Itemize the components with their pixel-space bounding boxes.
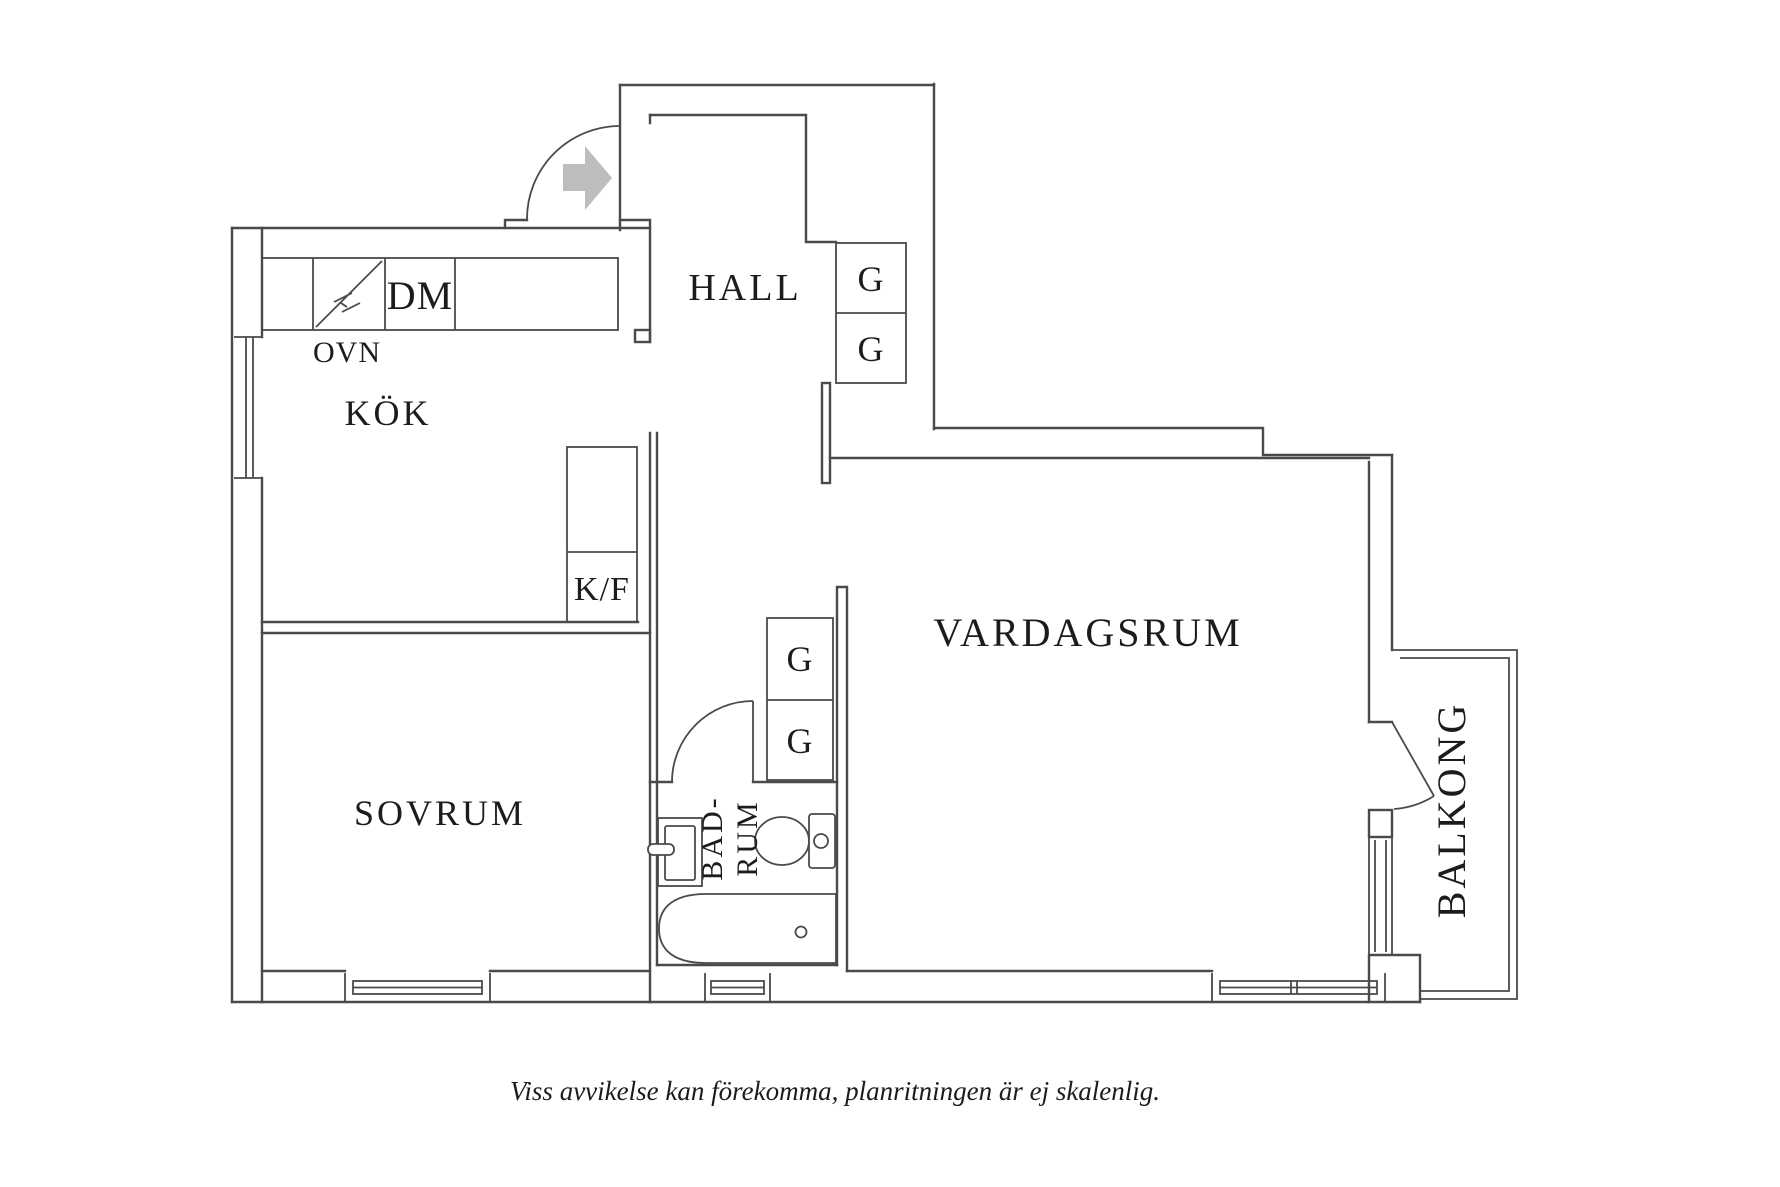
kitchen-doorway-notch (633, 328, 652, 344)
bathtub (658, 893, 837, 964)
hall-inner-top-wall (648, 113, 838, 244)
bathroom-door (671, 700, 754, 783)
toilet-flush-icon (813, 833, 829, 849)
wardrobe-label-corridor-top: G (787, 639, 814, 679)
doors (526, 125, 1435, 810)
window-lines (234, 336, 262, 479)
bathroom-door-swing-arc (671, 700, 754, 783)
livingroom-right-wall-upper (1367, 453, 1394, 724)
livingroom-right-window (1368, 836, 1393, 955)
balcony-label: BALKONG (1429, 702, 1474, 919)
livingroom-bottom-window (1211, 973, 1386, 1002)
fixture-labels: DM OVN K/F G G G G (313, 259, 885, 761)
window-lines (704, 973, 771, 1002)
counter-dividers (312, 258, 456, 330)
corridor-wardrobe-pair (766, 617, 834, 781)
entry-door (526, 125, 621, 220)
kitchen-hall-wall-lower (648, 431, 659, 1004)
dishwasher-label: DM (387, 273, 453, 318)
window-centerline (1220, 981, 1377, 994)
oven-label: OVN (313, 336, 381, 369)
fridge-freezer-unit (566, 446, 638, 623)
kitchen-counter (261, 257, 619, 331)
entry-door-swing-arc (526, 125, 621, 220)
bathroom-bottom-window (704, 973, 771, 1002)
wardrobes (766, 242, 907, 781)
wardrobe-label-corridor-bottom: G (787, 721, 814, 761)
window-lines (1368, 836, 1393, 955)
wardrobe-label-hall-bottom: G (858, 329, 885, 369)
bathtub-drain (794, 925, 808, 939)
bottom-right-corner-block (1367, 953, 1422, 1004)
balcony-door (1391, 721, 1435, 810)
balcony-door-leaf (1391, 721, 1435, 797)
bedroom-label: SOVRUM (354, 793, 526, 833)
fridge-freezer-label: K/F (574, 571, 630, 608)
kitchen-left-window (234, 336, 262, 479)
bedroom-bottom-window (344, 973, 491, 1002)
bathroom-label-line1: BAD- (696, 795, 729, 880)
window-lines (344, 973, 491, 1002)
window-lines (1211, 973, 1386, 1002)
kitchen-fittings (261, 257, 638, 623)
bathroom-livingroom-wall (835, 585, 849, 973)
hall-wall-stub (820, 381, 832, 485)
balcony-outer-edge (1392, 649, 1518, 1000)
bathroom-fixtures (647, 813, 837, 964)
livingroom-right-wall-piece (1367, 808, 1394, 839)
livingroom-label: VARDAGSRUM (933, 610, 1242, 655)
livingroom-top-outer-wall (932, 426, 1394, 457)
exterior-walls (230, 82, 1422, 1004)
kitchen-label: KÖK (345, 393, 432, 433)
interior-walls (260, 113, 1422, 1004)
bathroom-label-line2: RUM (731, 799, 764, 876)
balcony-structure (1392, 649, 1518, 1000)
sink-tap-icon (647, 843, 675, 856)
balcony-inner-edge (1400, 657, 1510, 992)
windows (234, 336, 1393, 1002)
entry-door-left-stub (503, 218, 529, 230)
disclaimer-caption: Viss avvikelse kan förekomma, planritnin… (510, 1076, 1160, 1106)
balcony-door-swing-arc (1393, 795, 1435, 810)
entry-direction-arrow-icon (563, 146, 612, 210)
hall-label: HALL (688, 267, 801, 309)
hob-icon (315, 260, 383, 328)
room-labels: HALL KÖK SOVRUM VARDAGSRUM BAD- RUM BALK… (345, 267, 1475, 918)
kitchen-bedroom-wall (260, 620, 652, 635)
wardrobe-label-hall-top: G (858, 259, 885, 299)
